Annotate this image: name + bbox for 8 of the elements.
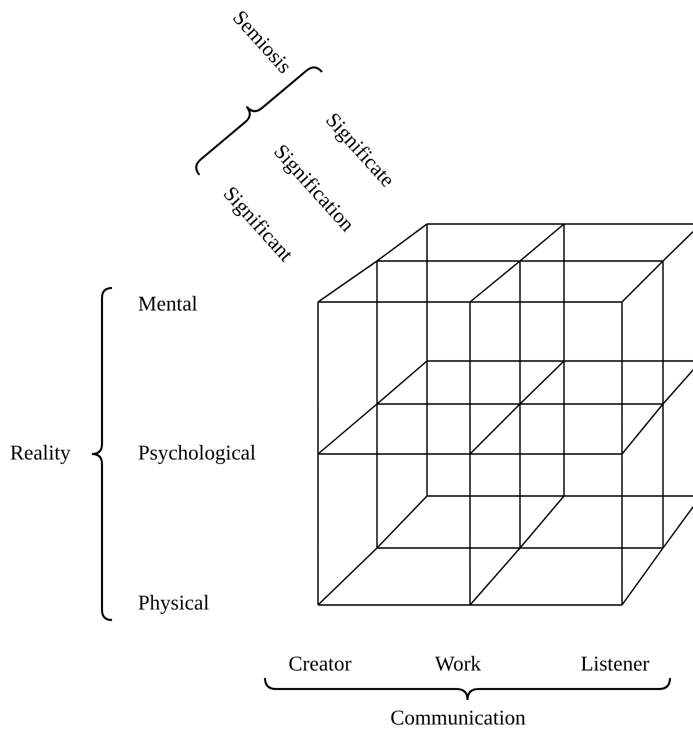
- axis-label: Reality: [10, 442, 71, 464]
- axis-label: Listener: [580, 654, 650, 674]
- axis-label: Physical: [138, 592, 210, 614]
- axis-label: Psychological: [138, 442, 256, 464]
- axis-label: Creator: [288, 654, 352, 674]
- axis-label: Communication: [390, 708, 526, 728]
- axis-label: Mental: [138, 294, 198, 314]
- axis-label: Work: [434, 654, 482, 674]
